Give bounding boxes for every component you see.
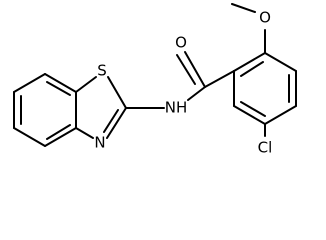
atom-label-nitrogen: N (94, 134, 105, 152)
bond (233, 52, 266, 72)
bond (13, 73, 46, 93)
bond (176, 54, 196, 85)
bond-double-inner (46, 81, 71, 96)
chemical-structure-diagram: S N NH O O Cl (13, 3, 297, 157)
bond (204, 70, 235, 88)
atom-label-methoxy-oxygen: O (259, 9, 271, 27)
bond (75, 76, 97, 93)
atom-labels: S N NH O O Cl (94, 9, 272, 157)
bond (107, 76, 127, 109)
bond (264, 52, 297, 72)
bond-double-inner (46, 124, 71, 140)
bond (44, 127, 77, 147)
bond (184, 51, 206, 88)
bond (106, 107, 127, 139)
atom-label-amide-nh: NH (165, 99, 188, 117)
bond (13, 127, 46, 147)
bond (264, 105, 297, 125)
atom-label-sulfur: S (97, 62, 107, 80)
atom-label-chlorine: Cl (258, 139, 273, 157)
bond (233, 105, 266, 125)
bond-double-inner (103, 109, 119, 133)
bond-lines (13, 3, 297, 147)
bond (231, 3, 256, 13)
bond (187, 86, 206, 101)
bond (44, 73, 77, 93)
bond-double-inner (240, 101, 266, 117)
atom-label-carbonyl-oxygen: O (175, 34, 187, 52)
bond (75, 127, 94, 139)
bond-double-inner (240, 61, 264, 77)
